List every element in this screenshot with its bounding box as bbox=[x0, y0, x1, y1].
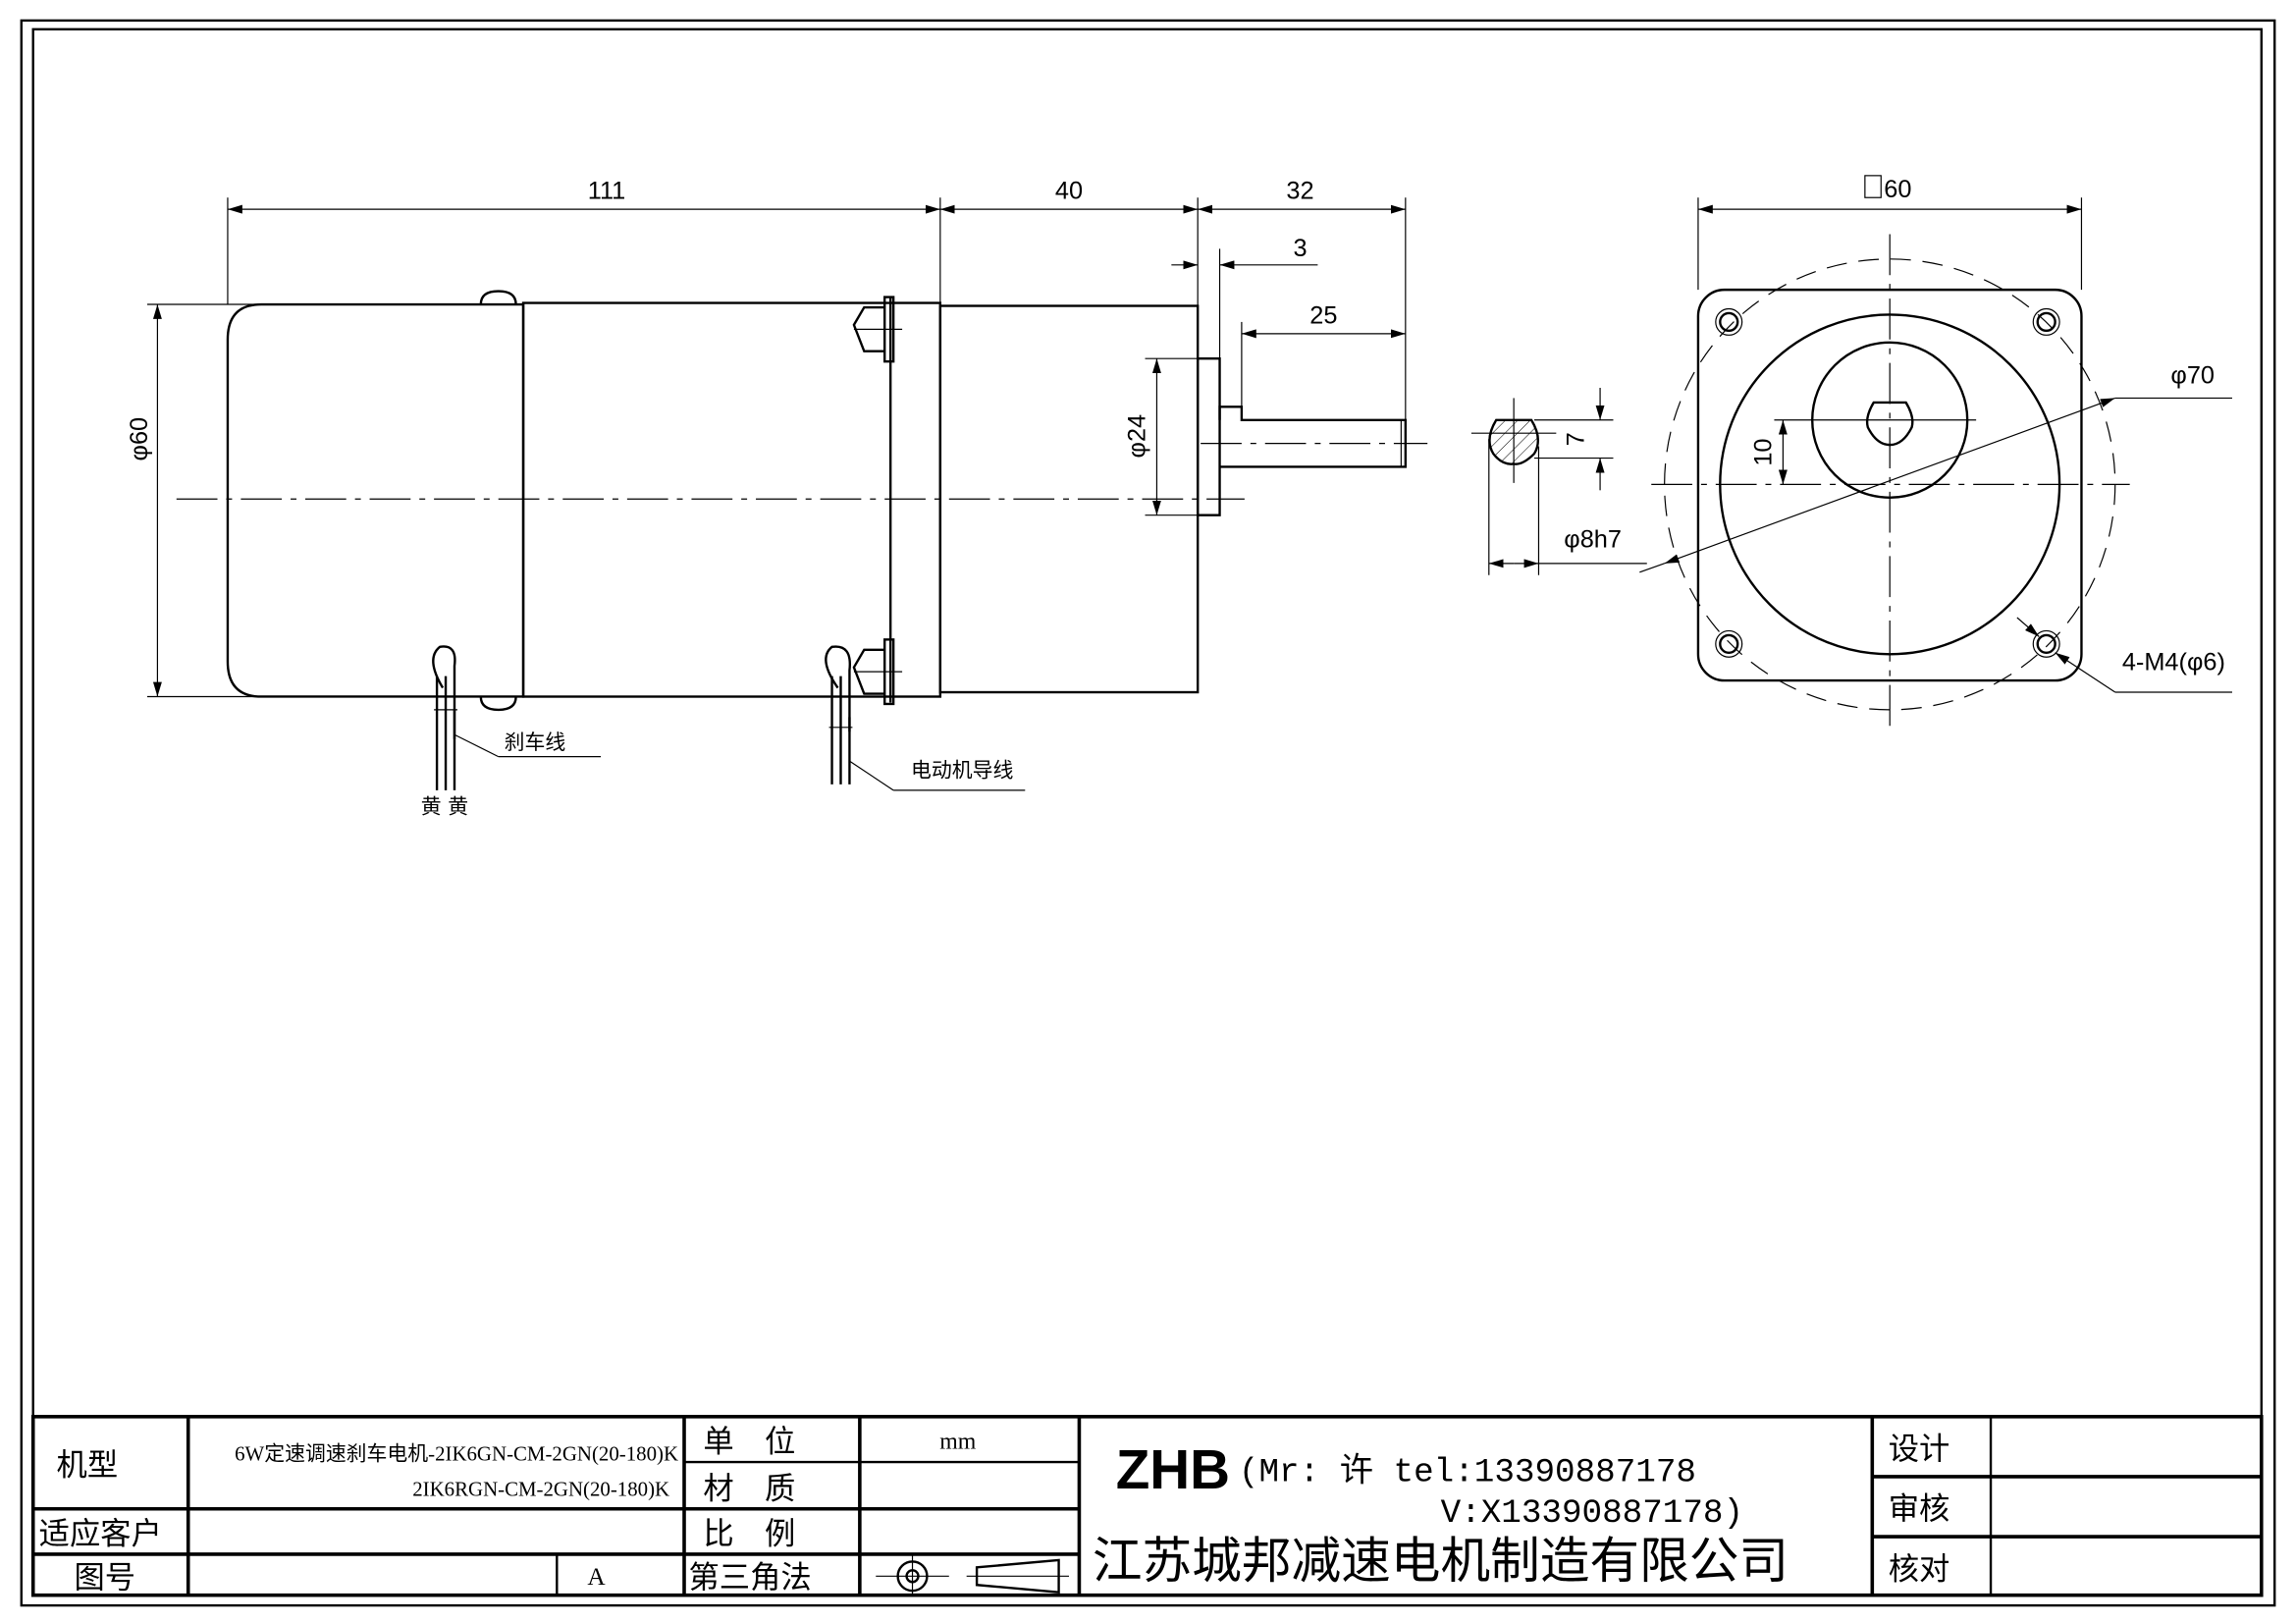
dim-square: 60 bbox=[1884, 176, 1911, 203]
revision-value: A bbox=[587, 1563, 606, 1591]
motor-wire-label: 电动机导线 bbox=[911, 758, 1013, 782]
mounting-holes bbox=[1715, 307, 2060, 658]
brake-wire-label: 刹车线 bbox=[505, 730, 566, 754]
shaft-section: 7 φ8h7 bbox=[1470, 387, 1647, 575]
dim-key-length: 25 bbox=[1309, 301, 1337, 329]
dim-shaft-length: 32 bbox=[1286, 178, 1313, 205]
review-label: 审核 bbox=[1889, 1491, 1950, 1527]
output-shaft bbox=[1218, 406, 1408, 468]
motor-wire bbox=[825, 645, 1026, 791]
inner-frame bbox=[31, 27, 2263, 1596]
dim-pcd: φ70 bbox=[2170, 362, 2215, 390]
output-boss bbox=[1196, 356, 1221, 516]
model-line-1: 6W定速调速刹车电机-2IK6GN-CM-2GN(20-180)K bbox=[235, 1442, 678, 1466]
dim-shaft-diameter: φ8h7 bbox=[1564, 525, 1622, 553]
brand-logo: ZHB bbox=[1116, 1439, 1230, 1501]
customer-label: 适应客户 bbox=[39, 1517, 162, 1552]
material-label: 材 质 bbox=[703, 1471, 795, 1506]
dim-mounting-holes: 4-M4(φ6) bbox=[2122, 649, 2225, 676]
screw-head-bottom bbox=[479, 696, 517, 712]
check-label: 核对 bbox=[1889, 1551, 1950, 1587]
dim-body-length: 111 bbox=[588, 178, 626, 205]
stator-body bbox=[521, 301, 942, 698]
dim-boss-length: 3 bbox=[1293, 235, 1307, 262]
drawing-no-label: 图号 bbox=[74, 1560, 135, 1596]
square-symbol bbox=[1864, 175, 1882, 198]
dim-gearhead-length: 40 bbox=[1055, 178, 1083, 205]
dim-offset: 10 bbox=[1749, 438, 1777, 465]
unit-label: 单 位 bbox=[703, 1425, 795, 1460]
company-name: 江苏城邦减速电机制造有限公司 bbox=[1093, 1532, 1789, 1590]
bolt-bottom bbox=[852, 638, 903, 706]
outer-border bbox=[20, 19, 2276, 1607]
model-line-2: 2IK6RGN-CM-2GN(20-180)K bbox=[412, 1477, 669, 1500]
screw-head-top bbox=[479, 290, 517, 305]
bolt-top bbox=[852, 296, 903, 363]
front-view: 60 10 φ70 4-M4(φ6) bbox=[1639, 175, 2232, 732]
brake-wire-colors: 黄 黄 bbox=[421, 795, 468, 819]
contact-line-2: V:X13390887178) bbox=[1441, 1494, 1743, 1533]
dim-body-diameter: φ60 bbox=[126, 417, 153, 461]
projection-label: 第三角法 bbox=[688, 1560, 811, 1596]
side-view: 刹车线 黄 黄 电动机导线 111 40 32 3 25 bbox=[126, 178, 1428, 819]
title-block: 机型 6W定速调速刹车电机-2IK6GN-CM-2GN(20-180)K 2IK… bbox=[30, 1415, 2264, 1597]
rear-cap bbox=[226, 302, 525, 698]
scale-label: 比 例 bbox=[703, 1517, 795, 1552]
unit-value: mm bbox=[939, 1430, 977, 1455]
design-label: 设计 bbox=[1889, 1432, 1950, 1467]
contact-line-1: (Mr: 许 tel:13390887178 bbox=[1239, 1451, 1696, 1491]
dim-flat: 7 bbox=[1563, 432, 1590, 446]
dim-boss-diameter: φ24 bbox=[1124, 414, 1151, 459]
brake-wire bbox=[432, 645, 602, 790]
third-angle-projection-symbol bbox=[876, 1555, 1070, 1597]
model-label: 机型 bbox=[57, 1447, 119, 1483]
